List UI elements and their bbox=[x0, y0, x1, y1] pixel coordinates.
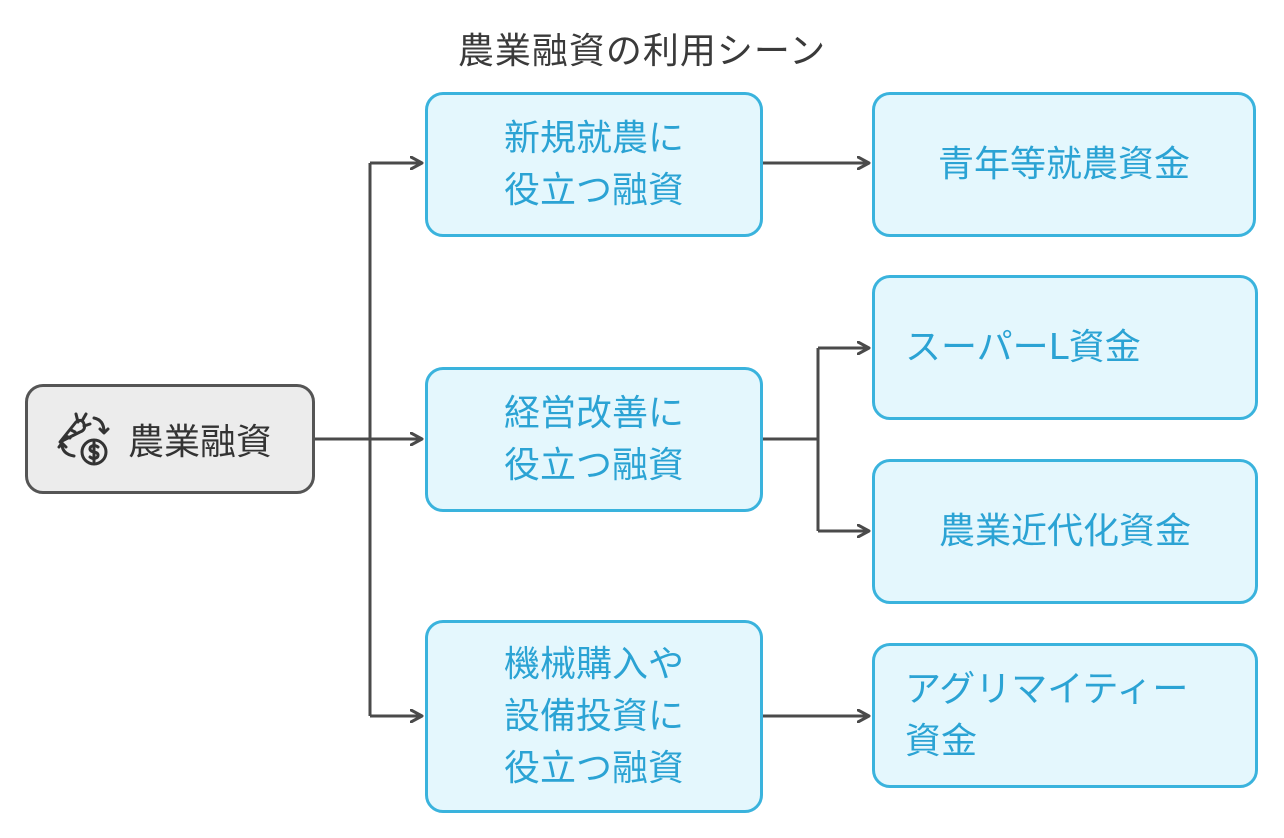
category-line: 経営改善に bbox=[503, 392, 684, 434]
loan-node-agri-mighty-fund: アグリマイティー 資金 bbox=[872, 643, 1258, 788]
loan-label: 青年等就農資金 bbox=[937, 143, 1190, 185]
loan-label-line: 資金 bbox=[905, 720, 978, 762]
diagram-title: 農業融資の利用シーン bbox=[457, 31, 827, 72]
loan-label: スーパーL資金 bbox=[905, 326, 1141, 368]
loan-node-youth-farming-fund: 青年等就農資金 bbox=[872, 92, 1256, 237]
category-node-equipment-investment: 機械購入や 設備投資に 役立つ融資 bbox=[425, 620, 763, 813]
root-label: 農業融資 bbox=[128, 422, 273, 463]
category-node-management-improvement: 経営改善に 役立つ融資 bbox=[425, 367, 763, 512]
category-line: 機械購入や bbox=[503, 643, 684, 685]
category-node-new-farmers: 新規就農に 役立つ融資 bbox=[425, 92, 763, 237]
root-node: 農業融資 bbox=[25, 384, 315, 494]
loan-label-line: アグリマイティー bbox=[905, 668, 1189, 710]
category-line: 設備投資に bbox=[503, 695, 684, 737]
carrot-money-exchange-icon bbox=[57, 412, 110, 466]
category-line: 新規就農に bbox=[503, 117, 684, 159]
loan-label: 農業近代化資金 bbox=[938, 510, 1191, 552]
category-line: 役立つ融資 bbox=[503, 747, 684, 789]
loan-node-super-l-fund: スーパーL資金 bbox=[872, 275, 1258, 420]
category-line: 役立つ融資 bbox=[503, 169, 684, 211]
category-line: 役立つ融資 bbox=[503, 444, 684, 486]
loan-node-modernization-fund: 農業近代化資金 bbox=[872, 459, 1258, 604]
